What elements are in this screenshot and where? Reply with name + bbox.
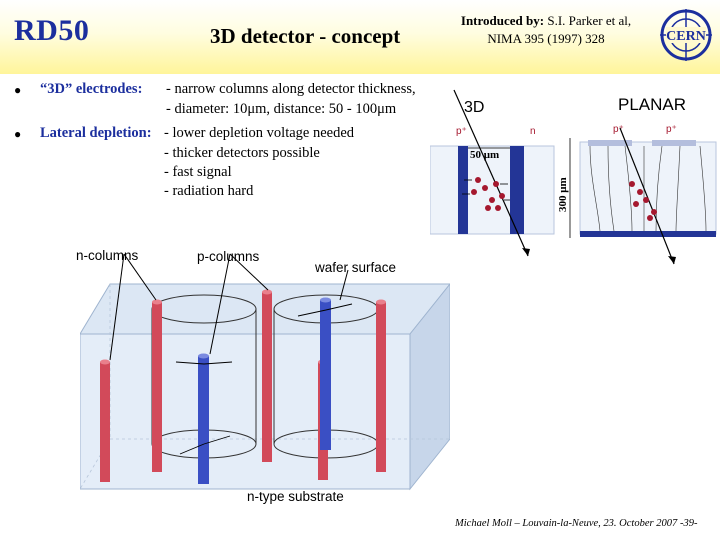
label-p-columns: p-columns [197,249,260,264]
p-column [152,302,162,472]
p-column [376,302,386,472]
field-arrows [175,303,353,455]
label-p-plus-planar-left: p⁺ [613,124,624,135]
bullet-dot: ● [14,83,22,97]
particle-track-planar [619,127,675,265]
label-n-type-substrate: n-type substrate [247,489,344,504]
dim-300um: 300 μm [557,177,569,212]
label-pointers [109,253,349,361]
cern-logo-text: CERN [666,29,706,44]
bullet-line: - diameter: 10μm, distance: 50 - 100μm [166,101,397,117]
footer-credit: Michael Moll – Louvain-la-Neuve, 23. Oct… [455,518,678,529]
n-columns-group [198,297,331,484]
n-column [320,300,331,450]
slide-title: 3D detector - concept [210,24,401,48]
3d-box [430,145,555,235]
p-electrode-3d [458,146,468,234]
particle-track-3d [453,89,529,257]
bullet-label: Lateral depletion: [40,125,152,141]
bullet-line: - lower depletion voltage needed [164,125,355,141]
wafer-front-face [80,333,411,490]
drift-arrows-3d [462,179,510,201]
charge-carriers-3d [471,177,505,211]
bullet-line: - fast signal [164,164,232,180]
reference-note: Introduced by: S.I. Parker et al, NIMA 3… [456,12,636,48]
label-wafer-surface: wafer surface [315,260,397,275]
header-banner [0,0,720,74]
bullet-line: - radiation hard [164,183,254,199]
label-p-plus-planar-right: p⁺ [666,124,677,135]
planar-backside-electrode [580,231,716,237]
bullet-line: - thicker detectors possible [164,145,320,161]
brand-title: RD50 [14,14,90,47]
label-n-columns: n-columns [76,248,139,263]
cern-logo: CERN [660,9,712,61]
label-planar: PLANAR [618,95,686,114]
wafer-diagram [80,253,450,491]
label-p-plus-3d: p⁺ [456,126,467,137]
bullet-dot: ● [14,127,22,141]
p-column [262,292,272,462]
label-n-3d: n [530,126,536,137]
label-3d: 3D [464,99,484,116]
bullet-line: - narrow columns along detector thicknes… [166,81,416,97]
charge-carriers-planar [629,181,657,221]
p-column [100,362,110,482]
page-number: -39- [680,518,698,529]
n-electrode-3d [510,146,524,234]
reference-text: S.I. Parker et al, NIMA 395 (1997) 328 [487,13,632,46]
reference-label: Introduced by: [460,13,545,28]
3d-vs-planar-diagram: 3D PLANAR p⁺ n p⁺ p⁺ 50 μm 300 μm [430,89,717,265]
dim-50um: 50 μm [470,149,499,161]
n-column [198,356,209,484]
bullet-label: “3D” electrodes: [40,81,143,97]
